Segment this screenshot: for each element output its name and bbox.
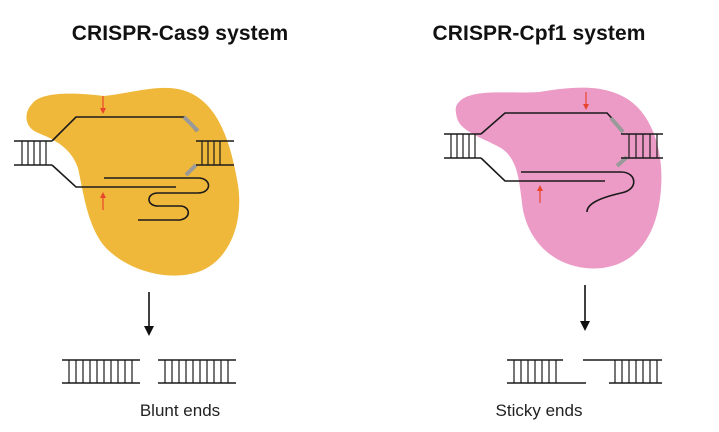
cpf1-right-stem-rungs (628, 134, 658, 158)
cpf1-result-arrow (580, 285, 590, 331)
cas9-product-left (62, 359, 140, 384)
cpf1-panel: CRISPR-Cpf1 system (359, 0, 719, 432)
cas9-panel: CRISPR-Cas9 system (14, 22, 289, 420)
cas9-bottom-strand (51, 164, 176, 188)
cpf1-product-left (507, 359, 586, 384)
cas9-cut-arrow-top (100, 96, 106, 114)
cpf1-title: CRISPR-Cpf1 system (432, 22, 646, 45)
cas9-diagram (14, 87, 240, 384)
cas9-guide-rna (104, 177, 210, 221)
cpf1-pam-top (609, 116, 625, 134)
cpf1-cut-arrow-top (583, 92, 589, 110)
cpf1-product-right (583, 359, 662, 384)
cas9-right-stem-rungs (201, 141, 221, 165)
cpf1-bottom-strand (480, 157, 605, 182)
cas9-cut-arrow-bottom (100, 192, 106, 210)
cpf1-protein-blob (455, 87, 662, 269)
cpf1-caption: Sticky ends (495, 401, 583, 420)
cas9-result-arrow (144, 292, 154, 336)
cas9-product-right (158, 359, 236, 384)
cas9-left-stem-rungs (21, 141, 47, 165)
cas9-title: CRISPR-Cas9 system (71, 22, 289, 45)
cas9-pam-bottom (184, 163, 198, 177)
cpf1-diagram (444, 87, 663, 384)
cas9-caption: Blunt ends (139, 401, 221, 420)
cas9-protein-blob (26, 87, 240, 276)
cpf1-cut-arrow-bottom (537, 185, 543, 203)
cas9-pam-top (182, 115, 200, 133)
cpf1-left-stem-rungs (450, 134, 476, 158)
cpf1-guide-rna (521, 171, 635, 213)
